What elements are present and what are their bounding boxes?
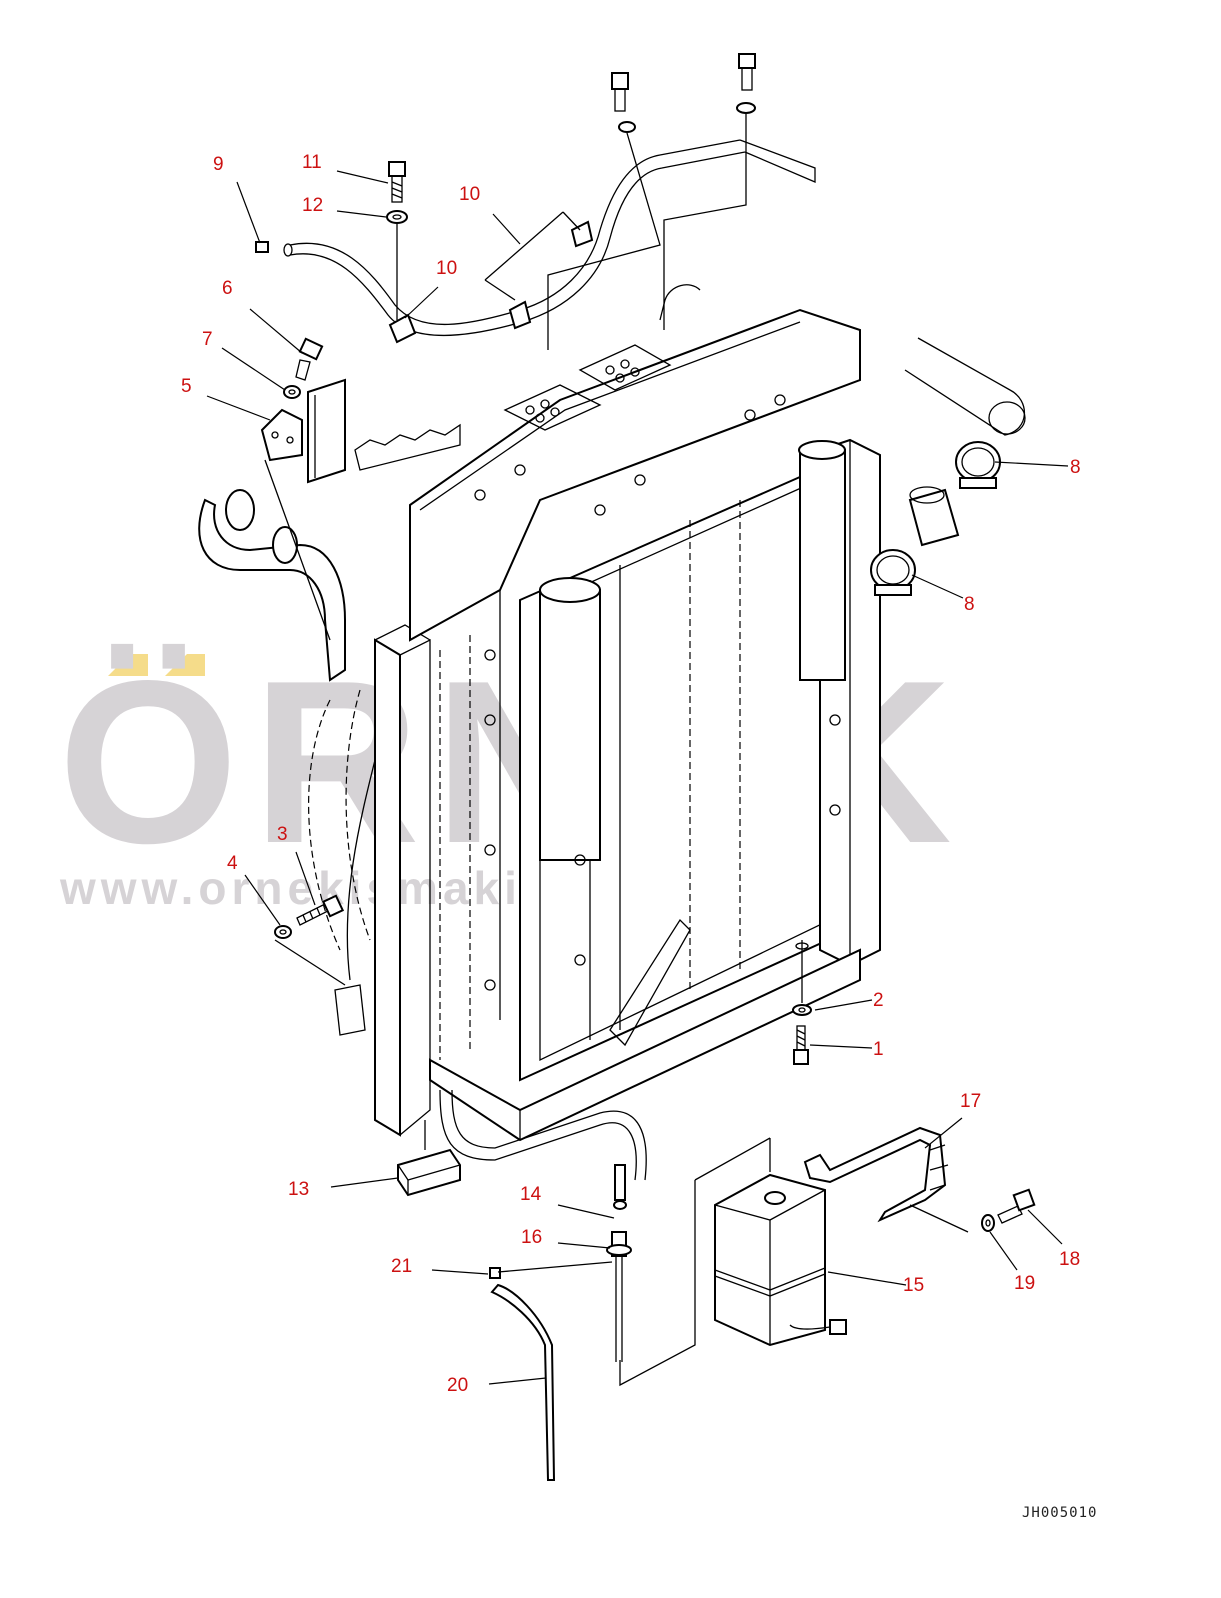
- part-6-bolt: [295, 337, 324, 381]
- part-21-clip: [489, 1267, 501, 1279]
- label-part-16: 16: [521, 1227, 542, 1248]
- label-part-20: 20: [447, 1375, 468, 1396]
- label-part-19: 19: [1014, 1273, 1035, 1294]
- label-part-4: 4: [227, 853, 238, 874]
- drawing-code: JH005010: [1022, 1505, 1097, 1521]
- leader-lines: [206, 170, 1069, 1385]
- part-3-bolt: [296, 894, 345, 926]
- label-part-2: 2: [873, 990, 884, 1011]
- label-part-8-lower: 8: [964, 594, 975, 615]
- label-part-11: 11: [302, 152, 322, 173]
- label-part-17: 17: [960, 1091, 981, 1112]
- part-4-washer: [274, 925, 292, 939]
- label-part-12: 12: [302, 195, 323, 216]
- label-part-10-lower: 10: [436, 258, 457, 279]
- part-1-bolt: [793, 1025, 809, 1065]
- label-part-10-upper: 10: [459, 184, 480, 205]
- part-7-washer: [283, 385, 301, 399]
- part-labels: 1 2 3 4 5 6 7 8 8 9 10 10 11 12 13 14 15…: [181, 152, 1081, 1396]
- part-11-bolt: [388, 161, 406, 203]
- part-15-tank: [714, 1173, 847, 1347]
- watermark-accent-left: [108, 654, 148, 676]
- part-19-washer: [981, 1214, 995, 1232]
- radiator-assembly: [198, 139, 1026, 1181]
- label-part-6: 6: [222, 278, 233, 299]
- part-14-sensor: [613, 1164, 627, 1210]
- label-part-18: 18: [1059, 1249, 1080, 1270]
- part-5-bracket: [260, 408, 303, 462]
- part-13-pad: [397, 1148, 461, 1197]
- hose-sleeve: [908, 486, 960, 547]
- label-part-14: 14: [520, 1184, 542, 1205]
- label-part-13: 13: [288, 1179, 309, 1200]
- part-16-cap: [606, 1231, 632, 1257]
- part-9-clip: [255, 241, 269, 253]
- label-part-7: 7: [202, 329, 213, 350]
- part-8-clamp-lower: [870, 549, 916, 596]
- part-8-clamp-upper: [955, 441, 1001, 489]
- part-2-washer: [792, 1004, 812, 1016]
- part-17-bracket: [803, 1126, 949, 1223]
- label-part-21: 21: [391, 1256, 412, 1277]
- watermark-accent-right: [165, 654, 205, 676]
- label-part-8-upper: 8: [1070, 457, 1081, 478]
- part-12-washer: [386, 210, 408, 224]
- top-bolt-right: [736, 53, 756, 114]
- label-part-15: 15: [903, 1275, 924, 1296]
- label-part-9: 9: [213, 154, 224, 175]
- label-part-5: 5: [181, 376, 192, 397]
- label-part-1: 1: [873, 1039, 884, 1060]
- part-20-tube: [490, 1283, 556, 1481]
- part-10-clip: [388, 220, 594, 344]
- top-bolt-left: [611, 72, 636, 133]
- part-18-bolt: [997, 1188, 1036, 1224]
- label-part-3: 3: [277, 824, 288, 845]
